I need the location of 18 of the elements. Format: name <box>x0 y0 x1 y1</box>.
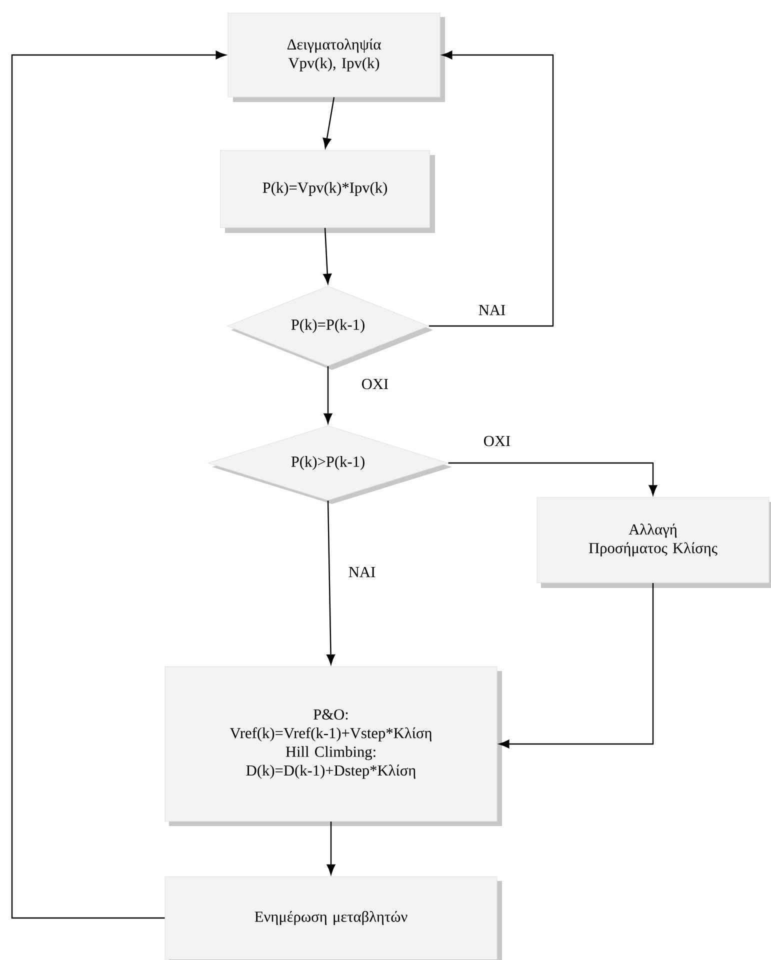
process-box: Αλλαγή Προσήματος Κλίσης <box>536 497 771 588</box>
edge-label: ΟΧΙ <box>360 378 390 390</box>
arrow <box>323 228 332 284</box>
arrow <box>499 582 654 748</box>
arrow <box>322 97 335 148</box>
arrow <box>428 50 554 327</box>
edge-label: ΟΧΙ <box>482 434 512 448</box>
arrow <box>326 822 336 875</box>
process-box: P&O: Vref(k)=Vref(k-1)+Vstep*Κλίση Hill Climbing: D(k)=D(k-1)+Dstep*Κλίση <box>164 666 502 826</box>
arrow <box>324 366 332 424</box>
edge-label: ΝΑΙ <box>347 566 377 578</box>
arrow <box>326 500 335 665</box>
arrow <box>448 462 658 496</box>
arrow <box>11 50 226 919</box>
process-box: Δειγματοληψία Vpv(k), Ipv(k) <box>228 12 445 102</box>
process-box: P(k)=Vpv(k)*Ipv(k) <box>220 150 435 233</box>
process-box: Ενημέρωση μεταβλητών <box>164 876 502 960</box>
edge-label: ΝΑΙ <box>477 304 507 316</box>
